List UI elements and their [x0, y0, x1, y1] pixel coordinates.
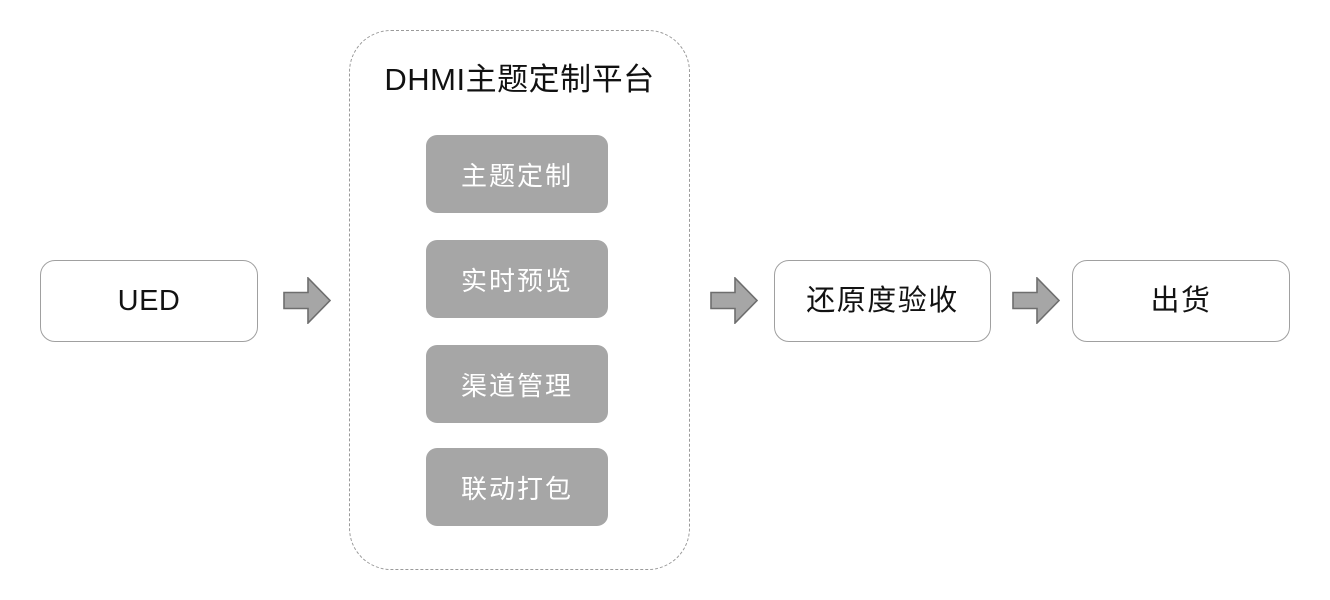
node-acceptance-label: 还原度验收 [806, 284, 959, 317]
feature-chip-linked-package[interactable]: 联动打包 [426, 448, 608, 526]
node-acceptance[interactable]: 还原度验收 [774, 260, 991, 342]
node-shipping-label: 出货 [1150, 284, 1212, 317]
feature-chip-label: 渠道管理 [460, 370, 573, 401]
feature-chip-theme-custom[interactable]: 主题定制 [426, 135, 608, 213]
node-shipping[interactable]: 出货 [1072, 260, 1290, 342]
feature-chip-label: 联动打包 [460, 473, 573, 504]
arrow-ued-to-platform [283, 277, 331, 324]
node-ued-label: UED [117, 284, 181, 317]
platform-container [349, 30, 690, 570]
feature-chip-label: 主题定制 [460, 160, 573, 191]
arrow-accept-to-ship [1012, 277, 1060, 324]
node-ued[interactable]: UED [40, 260, 258, 342]
arrow-platform-to-accept [710, 277, 758, 324]
feature-chip-channel-manage[interactable]: 渠道管理 [426, 345, 608, 423]
feature-chip-label: 实时预览 [460, 265, 573, 296]
platform-title: DHMI主题定制平台 [384, 62, 655, 97]
feature-chip-live-preview[interactable]: 实时预览 [426, 240, 608, 318]
